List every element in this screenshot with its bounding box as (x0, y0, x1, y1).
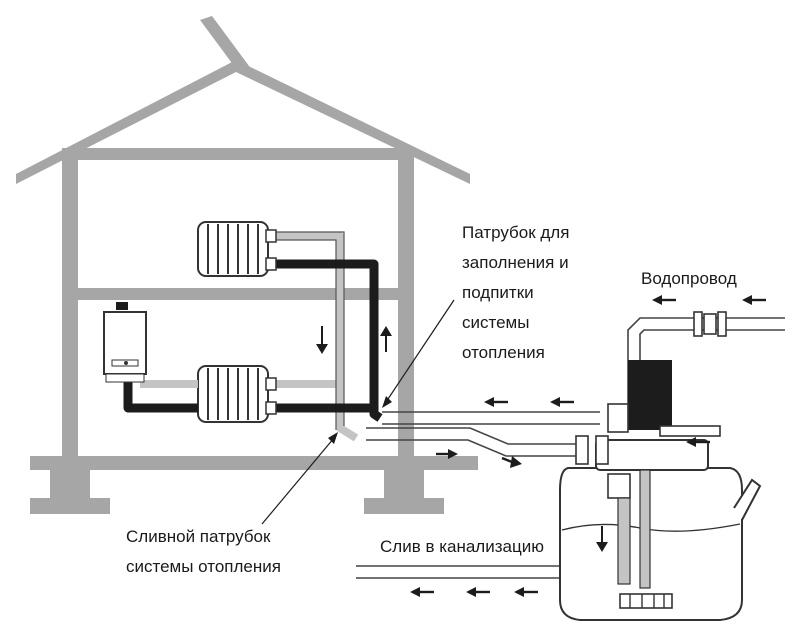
pipes-light-outline (270, 231, 345, 430)
drain-valve-label-line: системы отопления (126, 557, 281, 576)
attic-beam (62, 148, 414, 160)
fill-valve-label-line: заполнения и (462, 253, 569, 272)
middle-floor (62, 288, 414, 300)
water-supply-label: Водопровод (641, 269, 737, 288)
radiator-upper (197, 221, 269, 277)
house-frame (16, 16, 478, 514)
water-coupling (693, 311, 727, 337)
radiator-fittings (265, 229, 277, 415)
flushing-unit (559, 360, 762, 621)
fill-valve-label-line: подпитки (462, 283, 534, 302)
fill-valve-label-line: отопления (462, 343, 545, 362)
drain-valve-label-line: Сливной патрубок (126, 527, 271, 546)
lower-floor (30, 456, 478, 470)
fill-valve-label: Патрубок для заполнения и подпитки систе… (462, 218, 569, 368)
radiator-lower (197, 365, 269, 423)
flow-arrows-outside (410, 295, 766, 597)
boiler (103, 302, 147, 383)
left-wall (62, 156, 78, 486)
drain-valve-label: Сливной патрубок системы отопления (126, 522, 281, 582)
flow-arrows-house (316, 326, 392, 354)
leader-lines (261, 299, 455, 525)
fill-valve-label-line: Патрубок для (462, 223, 570, 242)
fill-valve-label-line: системы (462, 313, 530, 332)
pipes-light (140, 232, 359, 442)
right-wall (398, 156, 414, 486)
pipes-dark (123, 259, 383, 422)
sewer-drain-label: Слив в канализацию (380, 537, 544, 556)
